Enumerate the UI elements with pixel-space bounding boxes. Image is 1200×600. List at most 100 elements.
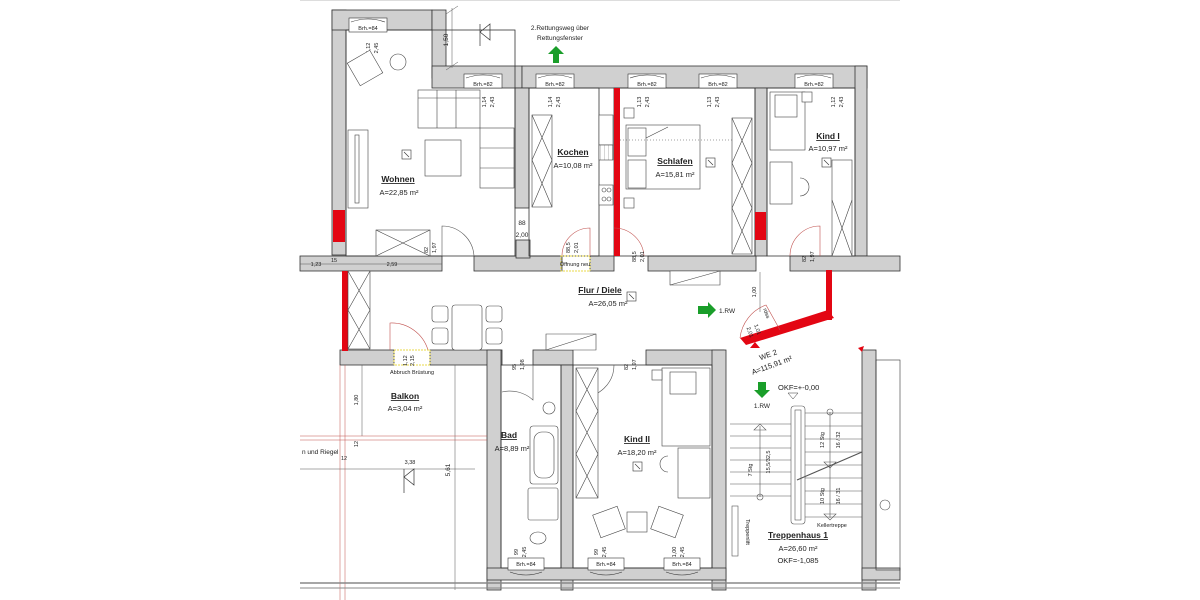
svg-text:1,00: 1,00 <box>752 287 758 298</box>
svg-text:2,43: 2,43 <box>556 97 562 108</box>
window: Brh.=82 1,14 2,43 <box>463 73 503 108</box>
svg-text:Rettungsfenster: Rettungsfenster <box>537 35 584 42</box>
svg-text:2.Rettungsweg über: 2.Rettungsweg über <box>531 25 590 32</box>
room-kind2-area: A=18,20 m² <box>618 448 657 457</box>
svg-text:2,45: 2,45 <box>522 547 528 558</box>
svg-text:99: 99 <box>514 549 520 555</box>
svg-text:15: 15 <box>331 258 337 264</box>
escape-arrow-down-icon <box>754 382 770 398</box>
svg-text:2,01: 2,01 <box>574 242 580 253</box>
window: Brh.=82 1,13 2,43 <box>698 73 738 108</box>
window: Brh.=84 1,12 2,45 <box>348 17 388 54</box>
room-schlafen-name: Schlafen <box>657 156 692 166</box>
svg-text:5,61: 5,61 <box>445 463 452 476</box>
svg-text:88: 88 <box>518 220 526 227</box>
svg-text:15,5/32,5: 15,5/32,5 <box>766 451 772 474</box>
door-balkon <box>389 322 429 351</box>
smoke-detector-icon <box>401 149 412 160</box>
room-bad-area: A=8,89 m² <box>495 444 530 453</box>
room-kochen-name: Kochen <box>557 147 588 157</box>
room-treppenhaus-area: A=26,60 m² <box>779 544 818 553</box>
room-balkon-name: Balkon <box>391 391 419 401</box>
furniture <box>346 49 853 545</box>
door-kochen <box>561 227 591 257</box>
room-balkon-area: A=3,04 m² <box>388 404 423 413</box>
svg-text:88,5: 88,5 <box>632 251 638 262</box>
svg-text:99: 99 <box>594 549 600 555</box>
svg-text:16 / 32: 16 / 32 <box>836 432 842 449</box>
escape-arrows <box>548 46 770 398</box>
svg-text:1,12: 1,12 <box>366 43 372 54</box>
svg-text:82: 82 <box>802 256 808 262</box>
svg-text:2,43: 2,43 <box>490 97 496 108</box>
svg-text:1,23: 1,23 <box>311 262 322 268</box>
svg-text:Brh.=82: Brh.=82 <box>708 82 727 88</box>
level-entrance: OKF=+-0,00 <box>778 383 819 392</box>
smoke-detector-icon <box>705 157 716 168</box>
svg-text:1,14: 1,14 <box>548 97 554 108</box>
svg-text:Brh.=84: Brh.=84 <box>596 562 615 568</box>
window: Brh.=84 99 2,45 <box>587 547 625 576</box>
svg-text:2,59: 2,59 <box>387 262 398 268</box>
svg-text:2,01: 2,01 <box>745 326 754 338</box>
svg-text:1,98: 1,98 <box>520 359 526 370</box>
svg-text:Brh.=82: Brh.=82 <box>473 82 492 88</box>
svg-text:Treppenlift: Treppenlift <box>744 519 750 545</box>
section-marker-icon <box>403 23 491 493</box>
doors <box>389 225 821 401</box>
staircase <box>730 359 901 571</box>
room-schlafen-area: A=15,81 m² <box>656 170 695 179</box>
room-kind2-name: Kind II <box>624 434 650 444</box>
svg-text:3,38: 3,38 <box>405 460 416 466</box>
room-kind1-area: A=10,97 m² <box>809 144 848 153</box>
svg-text:1,97: 1,97 <box>810 251 816 262</box>
svg-text:2,01: 2,01 <box>640 251 646 262</box>
room-bad-name: Bad <box>501 430 517 440</box>
svg-text:10 Stg: 10 Stg <box>820 488 826 504</box>
svg-text:1,13: 1,13 <box>707 97 713 108</box>
svg-text:88,5: 88,5 <box>566 242 572 253</box>
svg-text:1,50: 1,50 <box>443 33 450 46</box>
svg-text:Brh.=84: Brh.=84 <box>358 26 377 32</box>
demolition-label: Abbruch Brüstung <box>390 370 434 376</box>
window: Brh.=84 99 2,45 <box>507 547 545 576</box>
window: Brh.=82 1,13 2,43 <box>627 73 667 108</box>
svg-text:1,12: 1,12 <box>403 355 409 366</box>
svg-text:7 Stg: 7 Stg <box>748 464 754 477</box>
svg-text:2,43: 2,43 <box>715 97 721 108</box>
svg-text:82: 82 <box>424 247 430 253</box>
svg-text:Brh.=82: Brh.=82 <box>637 82 656 88</box>
svg-text:1,13: 1,13 <box>637 97 643 108</box>
svg-text:1,97: 1,97 <box>632 359 638 370</box>
windows-bottom: Brh.=84 99 2,45 Brh.=84 99 2,45 Brh.=84 … <box>507 547 701 576</box>
escape-route-label: 1.RW <box>719 308 736 315</box>
room-flur-name: Flur / Diele <box>578 285 622 295</box>
svg-text:rdss: rdss <box>761 308 770 320</box>
stair-lift-rail <box>731 505 739 557</box>
escape-arrow-up-icon <box>548 46 564 63</box>
svg-text:12: 12 <box>354 441 360 447</box>
riegel-note: n und Riegel <box>302 449 339 456</box>
smoke-detector-icon <box>626 291 637 302</box>
room-kind1-name: Kind I <box>816 131 840 141</box>
svg-text:Brh.=82: Brh.=82 <box>804 82 823 88</box>
room-treppenhaus-name: Treppenhaus 1 <box>768 530 828 540</box>
svg-text:1,00: 1,00 <box>672 547 678 558</box>
window: Brh.=82 1,12 2,43 <box>794 73 845 108</box>
armchair-icon <box>346 49 384 87</box>
svg-text:12: 12 <box>341 456 347 462</box>
windows-top: Brh.=84 1,12 2,45 Brh.=82 1,14 2,43 Brh.… <box>348 17 845 108</box>
door-kind1 <box>789 225 821 257</box>
svg-text:2,45: 2,45 <box>374 43 380 54</box>
door-schlafen <box>613 227 645 257</box>
svg-text:1,80: 1,80 <box>354 395 360 406</box>
escape-route-label: 1.RW <box>754 403 771 410</box>
labels: 2.Rettungsweg über Rettungsfenster Wohne… <box>302 25 848 565</box>
room-wohnen-area: A=22,85 m² <box>380 188 419 197</box>
door-bad <box>501 365 534 401</box>
escape-arrow-right-icon <box>698 302 716 318</box>
svg-text:95: 95 <box>512 364 518 370</box>
svg-text:2,43: 2,43 <box>839 97 845 108</box>
svg-text:1,97: 1,97 <box>432 242 438 253</box>
